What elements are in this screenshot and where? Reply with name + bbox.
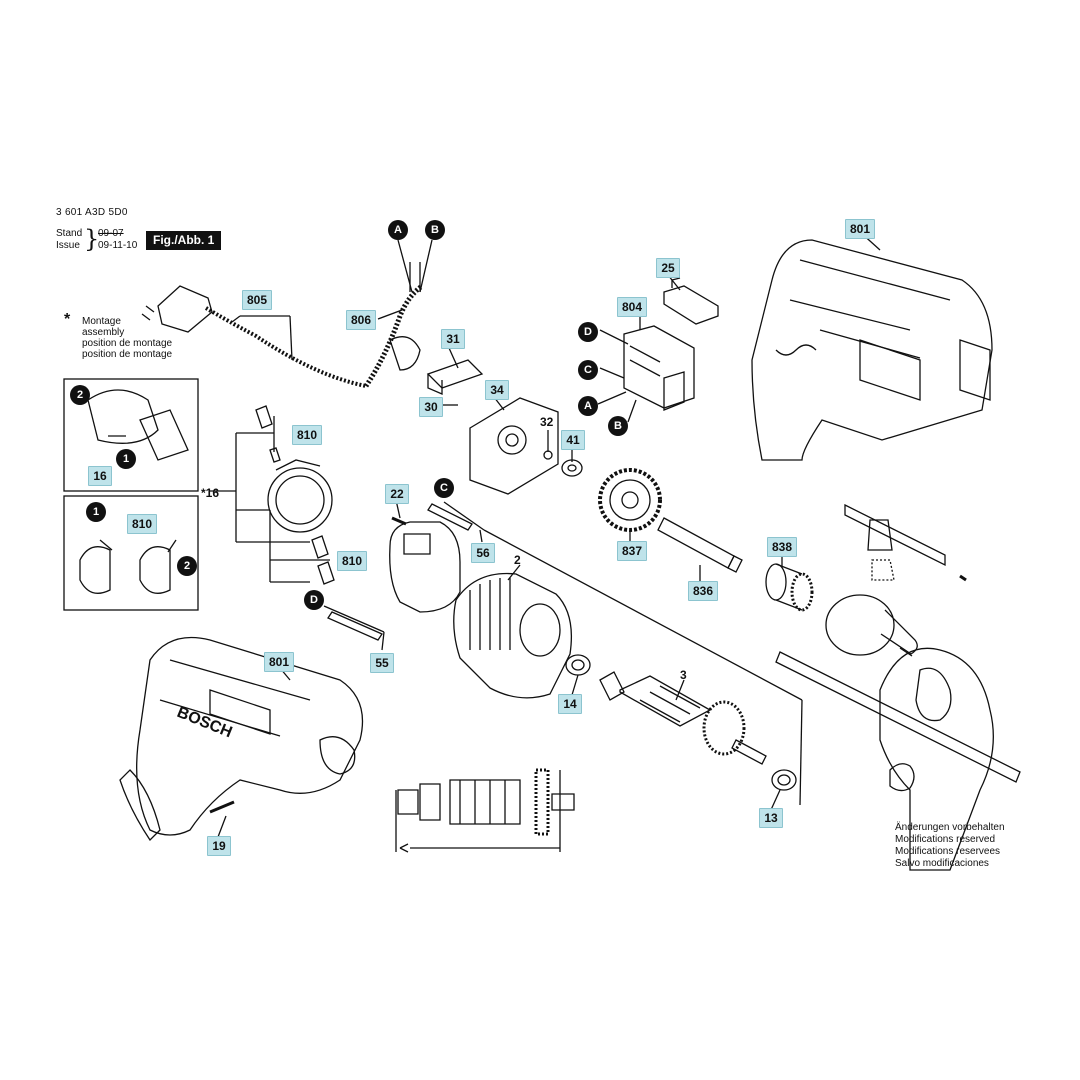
part-tag-838: 838	[767, 537, 797, 557]
issue-label: Issue	[56, 240, 80, 251]
modifications-note: Änderungen vorbehalten Modifications res…	[895, 822, 1005, 870]
changes-line: Änderungen vorbehalten	[895, 822, 1005, 833]
part-tag-56: 56	[471, 543, 495, 563]
part-label-32: 32	[540, 415, 554, 429]
part-tag-30: 30	[419, 397, 443, 417]
revision-block: Stand 09-07 Issue 09-11-10 }	[56, 225, 138, 253]
callout-b-switch: B	[608, 416, 628, 436]
part-tag-13: 13	[759, 808, 783, 828]
part-tag-41: 41	[561, 430, 585, 450]
issue-value: 09-11-10	[98, 240, 138, 251]
part-tag-16-inset: 16	[88, 466, 112, 486]
changes-line: Modifications reserved	[895, 834, 996, 845]
part-label-3: 3	[680, 668, 687, 682]
step-1-inset-bottom: 1	[86, 502, 106, 522]
callout-c-switch: C	[578, 360, 598, 380]
figure-label: Fig./Abb. 1	[146, 231, 222, 250]
montage-line: position de montage	[82, 338, 173, 349]
part-tag-55: 55	[370, 653, 394, 673]
brand-logo: BOSCH	[175, 704, 235, 741]
part-tag-805: 805	[242, 290, 272, 310]
part-tag-810-bottom: 810	[337, 551, 367, 571]
part-tag-34: 34	[485, 380, 509, 400]
montage-note: * Montage assembly position de montage p…	[64, 311, 173, 361]
step-2-inset-top: 2	[70, 385, 90, 405]
montage-line: assembly	[82, 327, 125, 338]
asterisk-icon: *	[64, 311, 71, 328]
callout-b-cable: B	[425, 220, 445, 240]
inset-box-bottom	[63, 495, 199, 611]
callout-d-switch: D	[578, 322, 598, 342]
part-label-16-assembly: *16	[201, 486, 220, 500]
changes-line: Salvo modificaciones	[895, 858, 989, 869]
stand-label: Stand	[56, 228, 83, 239]
part-tag-19: 19	[207, 836, 231, 856]
step-1-inset-top: 1	[116, 449, 136, 469]
part-tag-804: 804	[617, 297, 647, 317]
part-tag-25: 25	[656, 258, 680, 278]
part-tag-810-inset: 810	[127, 514, 157, 534]
part-tag-836: 836	[688, 581, 718, 601]
document-number: 3 601 A3D 5D0	[56, 207, 128, 218]
part-tag-14: 14	[558, 694, 582, 714]
stand-value: 09-07	[98, 228, 124, 239]
part-tag-31: 31	[441, 329, 465, 349]
callout-c-terminal: C	[434, 478, 454, 498]
montage-line: position de montage	[82, 349, 173, 360]
part-tag-801-housing: 801	[845, 219, 875, 239]
part-tag-837: 837	[617, 541, 647, 561]
callout-d-terminal: D	[304, 590, 324, 610]
changes-line: Modifications reservees	[895, 846, 1001, 857]
callout-a-switch: A	[578, 396, 598, 416]
callout-a-cable: A	[388, 220, 408, 240]
montage-line: Montage	[82, 316, 121, 327]
part-tag-22: 22	[385, 484, 409, 504]
inset-box-top	[63, 378, 199, 492]
part-tag-801-housing-left: 801	[264, 652, 294, 672]
step-2-inset-bottom: 2	[177, 556, 197, 576]
part-label-2: 2	[514, 553, 521, 567]
part-tag-806: 806	[346, 310, 376, 330]
brace-icon: }	[84, 225, 100, 253]
part-tag-810-top: 810	[292, 425, 322, 445]
